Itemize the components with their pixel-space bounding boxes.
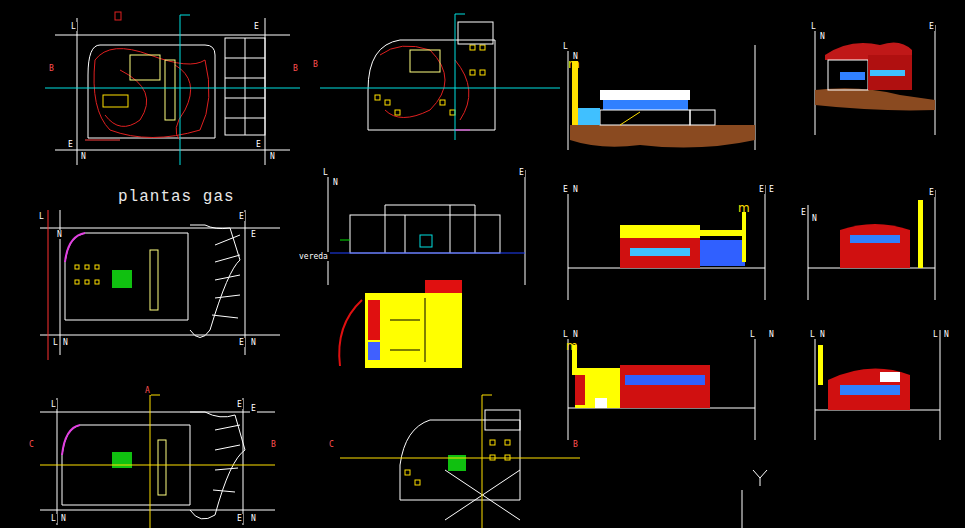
grid-axis-letter: N [269, 152, 276, 161]
elevation-top: m [568, 45, 755, 150]
sign-detail [339, 280, 462, 368]
grid-axis-letter: L [562, 42, 569, 51]
elevation-middle-right [808, 190, 935, 300]
section-marker: B [572, 440, 579, 449]
section [328, 170, 525, 285]
grid-axis-letter: E [758, 185, 765, 194]
grid-axis-letter: E [67, 140, 74, 149]
section-marker: C [328, 440, 335, 449]
drawing-title: plantas gas [117, 188, 236, 206]
grid-axis-letter: N [819, 32, 826, 41]
grid-axis-letter: E [250, 230, 257, 239]
grid-axis-letter: L [70, 22, 77, 31]
grid-axis-letter: E [928, 22, 935, 31]
section-marker: B [312, 60, 319, 69]
grid-axis-letter: E [928, 188, 935, 197]
grid-axis-letter: L [562, 330, 569, 339]
grid-axis-letter: E [255, 140, 262, 149]
section-marker: A [144, 386, 151, 395]
grid-axis-letter: L [322, 168, 329, 177]
grid-axis-letter: E [562, 185, 569, 194]
elevation-bottom: m [566, 330, 755, 440]
street-label: vereda [298, 252, 329, 261]
grid-axis-letter: L [749, 330, 756, 339]
ucs-icon [742, 470, 767, 528]
section-marker: B [48, 64, 55, 73]
plan-top-left [45, 12, 300, 165]
grid-axis-letter: E [236, 400, 243, 409]
grid-axis-letter: N [62, 338, 69, 347]
section-marker: C [28, 440, 35, 449]
grid-axis-letter: N [332, 178, 339, 187]
grid-axis-letter: L [809, 330, 816, 339]
grid-axis-letter: L [52, 338, 59, 347]
grid-axis-letter: E [250, 404, 257, 413]
grid-axis-letter: N [572, 330, 579, 339]
svg-text:m: m [566, 339, 578, 353]
section-marker: B [292, 64, 299, 73]
grid-axis-letter: N [819, 330, 826, 339]
grid-axis-letter: N [572, 52, 579, 61]
plan-middle-left [40, 210, 280, 360]
grid-axis-letter: N [943, 330, 950, 339]
grid-axis-letter: N [250, 514, 257, 523]
grid-axis-letter: L [38, 212, 45, 221]
grid-axis-letter: E [253, 22, 260, 31]
grid-axis-letter: N [572, 185, 579, 194]
plan-top-middle [320, 14, 560, 140]
grid-axis-letter: N [768, 330, 775, 339]
elevation-top-right [815, 25, 935, 135]
grid-axis-letter: E [238, 212, 245, 221]
grid-axis-letter: L [932, 330, 939, 339]
grid-axis-letter: L [50, 400, 57, 409]
grid-axis-letter: E [768, 185, 775, 194]
grid-axis-letter: N [811, 214, 818, 223]
elevation-bottom-right [815, 330, 940, 440]
grid-axis-letter: N [56, 230, 63, 239]
grid-axis-letter: E [800, 208, 807, 217]
grid-axis-letter: N [250, 338, 257, 347]
grid-axis-letter: E [236, 514, 243, 523]
grid-axis-letter: E [238, 338, 245, 347]
grid-axis-letter: L [810, 22, 817, 31]
plan-bottom-left [40, 395, 275, 528]
grid-axis-letter: L [50, 514, 57, 523]
plan-bottom-middle [340, 395, 580, 528]
grid-axis-letter: E [518, 168, 525, 177]
svg-text:m: m [738, 201, 750, 215]
grid-axis-letter: N [60, 514, 67, 523]
elevation-middle: m [568, 185, 765, 300]
section-marker: B [270, 440, 277, 449]
grid-axis-letter: N [80, 152, 87, 161]
